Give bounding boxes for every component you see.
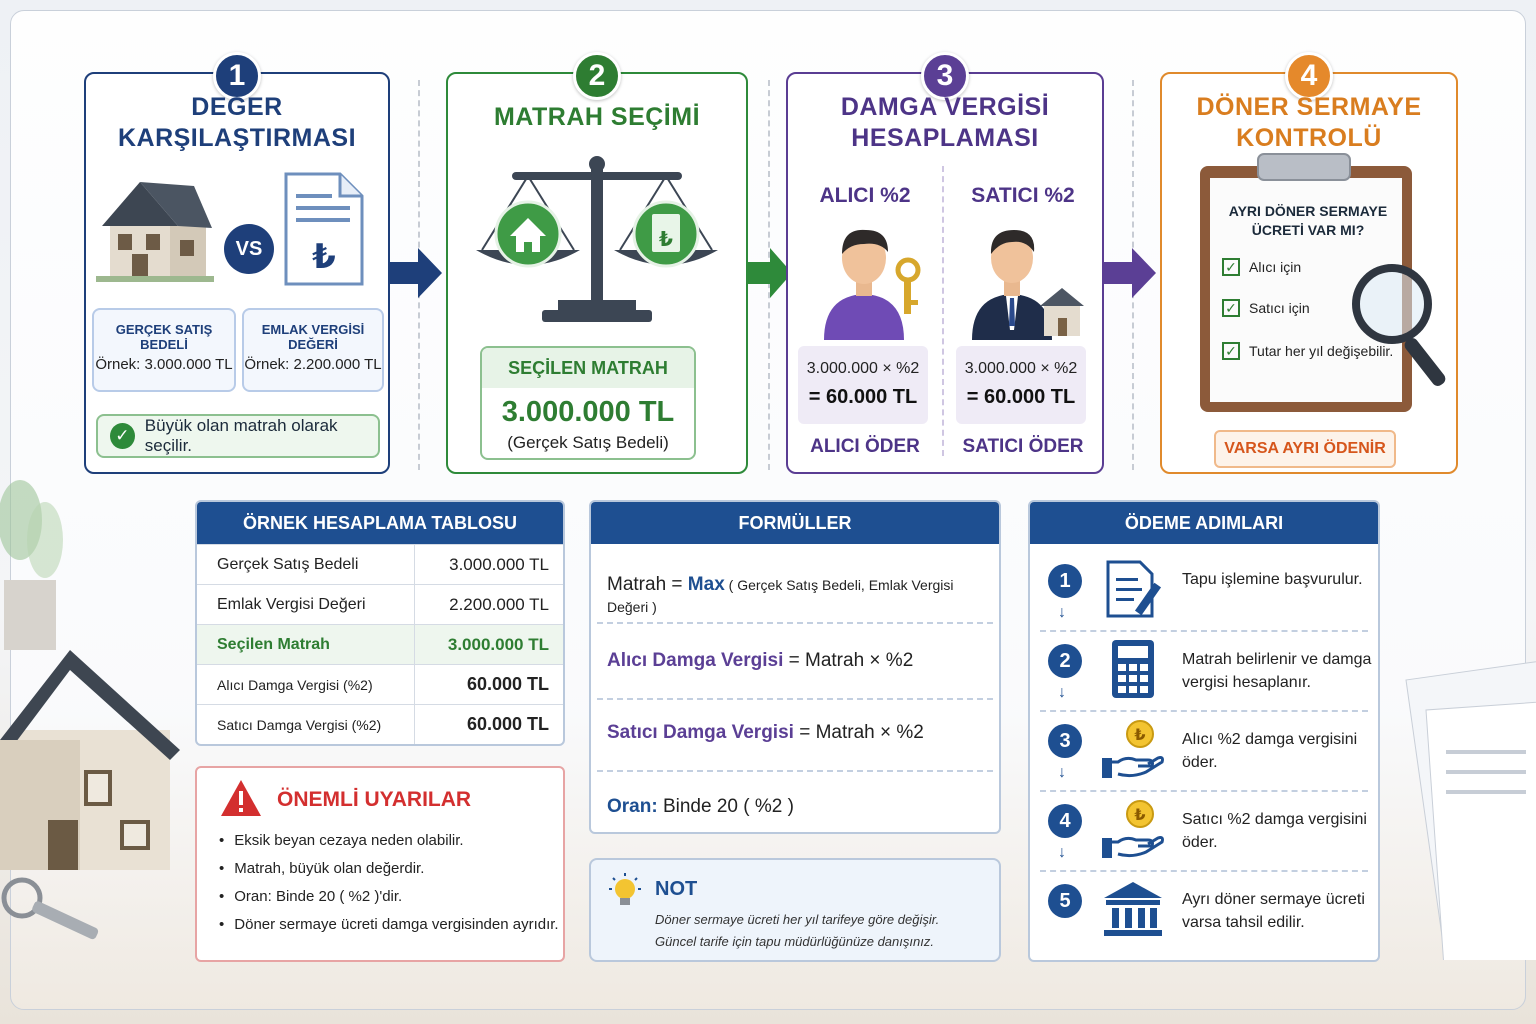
list-item: Döner sermaye ücreti damga vergisinden a…: [219, 916, 558, 933]
clipboard-question: AYRI DÖNER SERMAYE ÜCRETİ VAR MI?: [1228, 203, 1388, 238]
svg-text:₺: ₺: [659, 227, 673, 251]
house-icon: [96, 182, 214, 282]
step-number-badge: 2: [573, 52, 621, 100]
step-number-badge: 4: [1285, 52, 1333, 100]
property-tax-value-box: EMLAK VERGİSİ DEĞERİ Örnek: 2.200.000 TL: [242, 308, 384, 392]
seller-pays-label: SATICI ÖDER: [962, 436, 1084, 457]
arrow-right-icon: [746, 248, 792, 298]
table-title: ÖRNEK HESAPLAMA TABLOSU: [197, 502, 563, 544]
arrow-down-icon: ↓: [1058, 604, 1066, 621]
payment-step: 2 ↓ Matrah belirlenir ve damga vergisi h…: [1030, 632, 1378, 712]
note-panel: NOT Döner sermaye ücreti her yıl tarifey…: [589, 858, 1001, 962]
formulas-title: FORMÜLLER: [591, 502, 999, 544]
dashed-divider: [1040, 710, 1368, 712]
list-item: Eksik beyan cezaya neden olabilir.: [219, 832, 559, 849]
formula-buyer: Alıcı Damga Vergisi = Matrah × %2: [607, 650, 914, 671]
house-model-decoration: [0, 650, 180, 870]
checklist-item-seller: ✓Satıcı için: [1222, 299, 1310, 317]
hand-coin-icon: ₺: [1102, 720, 1164, 778]
separate-payment-pill: VARSA AYRI ÖDENİR: [1214, 430, 1396, 468]
arrow-down-icon: ↓: [1058, 764, 1066, 781]
hand-coin-icon: ₺: [1102, 800, 1164, 858]
selected-base-box: SEÇİLEN MATRAH 3.000.000 TL (Gerçek Satı…: [480, 346, 696, 460]
payment-step: 3 ↓ ₺ Alıcı %2 damga vergisini öder.: [1030, 712, 1378, 792]
sample-calculation-table: ÖRNEK HESAPLAMA TABLOSU Gerçek Satış Bed…: [195, 500, 565, 746]
balance-scale-icon: ₺: [476, 156, 718, 322]
buyer-rate-heading: ALICI %2: [819, 184, 911, 207]
warning-icon: [221, 780, 261, 816]
list-item: Oran: Binde 20 ( %2 )'dir.: [219, 888, 559, 905]
note-title: NOT: [655, 878, 698, 900]
formula-base: Matrah = Max ( Gerçek Satış Bedeli, Emla…: [607, 574, 954, 615]
comparison-note: ✓ Büyük olan matrah olarak seçilir.: [96, 414, 380, 458]
warnings-title: ÖNEMLİ UYARILAR: [277, 788, 472, 811]
payment-step: 1 ↓ Tapu işlemine başvurulur.: [1030, 552, 1378, 632]
payment-step: 4 ↓ ₺ Satıcı %2 damga vergisini öder.: [1030, 792, 1378, 872]
buyer-calculation-box: 3.000.000 × %2 = 60.000 TL: [798, 346, 928, 424]
magnifier-icon: [1352, 264, 1446, 386]
svg-text:₺: ₺: [312, 237, 336, 277]
list-item: Matrah, büyük olan değerdir.: [219, 860, 559, 877]
step-number-badge: 3: [921, 52, 969, 100]
dashed-divider: [1040, 630, 1368, 632]
important-warnings-panel: ÖNEMLİ UYARILAR Eksik beyan cezaya neden…: [195, 766, 565, 962]
document-pen-icon: [1106, 560, 1162, 618]
step-base-selection: 2 MATRAH SEÇİMİ ₺ SEÇİLEN MATRAH 3.000.0…: [446, 52, 748, 474]
versus-badge: VS: [224, 224, 274, 274]
svg-text:₺: ₺: [1134, 725, 1145, 744]
plant-decoration: [0, 480, 63, 650]
dashed-divider: [1040, 790, 1368, 792]
step-title: DAMGA VERGİSİ HESAPLAMASI: [840, 93, 1050, 152]
step-revolving-fund-check: 4 DÖNER SERMAYE KONTROLÜ AYRI DÖNER SERM…: [1160, 52, 1458, 474]
step-value-comparison: 1 DEĞER KARŞILAŞTIRMASI VS ₺ GERÇEK SATI…: [84, 52, 390, 474]
payment-steps-panel: ÖDEME ADIMLARI 1 ↓ Tapu işlemine başvuru…: [1028, 500, 1380, 962]
lightbulb-icon: [609, 873, 641, 905]
formula-seller: Satıcı Damga Vergisi = Matrah × %2: [607, 722, 924, 743]
seller-calculation-box: 3.000.000 × %2 = 60.000 TL: [956, 346, 1086, 424]
check-circle-icon: ✓: [110, 423, 135, 449]
column-separator: [942, 166, 944, 456]
calculator-icon: [1112, 640, 1154, 698]
note-line: Güncel tarife için tapu müdürlüğünüze da…: [655, 934, 934, 949]
arrow-right-icon: [390, 248, 442, 298]
buyer-pays-label: ALICI ÖDER: [810, 436, 920, 457]
keys-decoration: [1, 877, 99, 940]
step-title: MATRAH SEÇİMİ: [493, 103, 701, 131]
seller-with-house-icon: [972, 230, 1084, 340]
warnings-list: Eksik beyan cezaya neden olabilir. Matra…: [219, 832, 559, 944]
table-row: Alıcı Damga Vergisi (%2)60.000 TL: [197, 664, 563, 704]
buyer-with-key-icon: [824, 229, 921, 340]
formulas-panel: FORMÜLLER Matrah = Max ( Gerçek Satış Be…: [589, 500, 1001, 834]
checklist-item-yearly: ✓Tutar her yıl değişebilir.: [1222, 342, 1393, 360]
svg-text:₺: ₺: [1134, 805, 1145, 824]
dashed-divider: [1040, 870, 1368, 872]
payment-steps-title: ÖDEME ADIMLARI: [1030, 502, 1378, 544]
formula-rate: Oran: Binde 20 ( %2 ): [607, 796, 794, 817]
checkbox-checked-icon: ✓: [1222, 299, 1240, 317]
arrow-down-icon: ↓: [1058, 844, 1066, 861]
checkbox-checked-icon: ✓: [1222, 342, 1240, 360]
seller-rate-heading: SATICI %2: [971, 184, 1075, 207]
lira-document-icon: ₺: [284, 172, 364, 286]
step-title: DÖNER SERMAYE KONTROLÜ: [1196, 93, 1422, 152]
checklist-item-buyer: ✓Alıcı için: [1222, 258, 1301, 276]
real-sale-price-box: GERÇEK SATIŞ BEDELİ Örnek: 3.000.000 TL: [92, 308, 236, 392]
arrow-down-icon: ↓: [1058, 684, 1066, 701]
documents-decoration: [1405, 660, 1536, 960]
arrow-right-icon: [1104, 248, 1156, 298]
dashed-divider: [597, 698, 993, 700]
step-number-badge: 1: [213, 52, 261, 100]
table-row: Satıcı Damga Vergisi (%2)60.000 TL: [197, 704, 563, 744]
payment-step: 5 Ayrı döner sermaye ücreti varsa tahsil…: [1030, 872, 1378, 952]
step-stamp-tax-calculation: 3 DAMGA VERGİSİ HESAPLAMASI ALICI %2 SAT…: [786, 52, 1104, 474]
step-title: DEĞER KARŞILAŞTIRMASI: [117, 93, 357, 152]
note-line: Döner sermaye ücreti her yıl tarifeye gö…: [655, 912, 940, 927]
bank-icon: [1104, 882, 1162, 936]
dashed-divider: [597, 770, 993, 772]
dashed-divider: [597, 622, 993, 624]
checkbox-checked-icon: ✓: [1222, 258, 1240, 276]
